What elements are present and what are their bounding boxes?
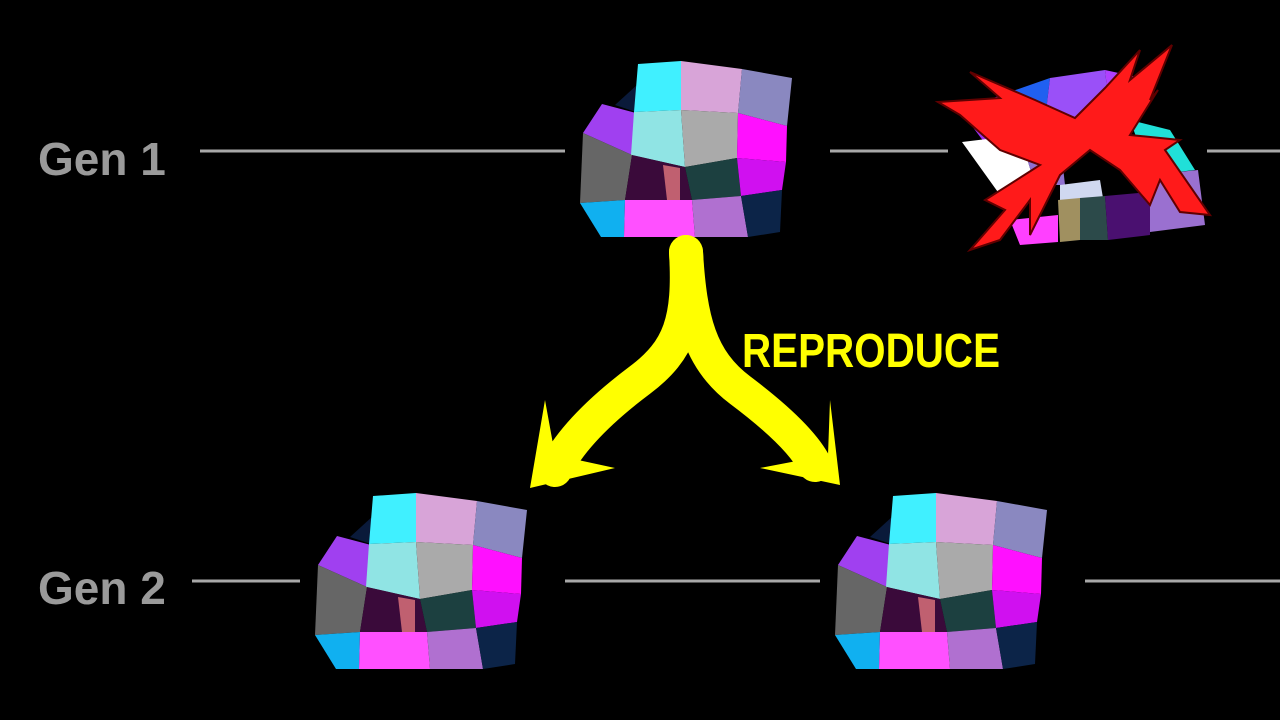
reproduce-arrows — [530, 235, 840, 488]
reject-x-icon — [934, 44, 1213, 253]
arrow-head-right — [760, 400, 840, 485]
offspring-creature-right — [835, 493, 1047, 669]
offspring-creature-left — [315, 493, 527, 669]
arrow-head-left — [530, 400, 615, 488]
parent-creature — [580, 61, 792, 237]
reproduce-label: REPRODUCE — [742, 325, 1000, 378]
gen-1-label: Gen 1 — [38, 133, 166, 185]
gen-2-label: Gen 2 — [38, 562, 166, 614]
